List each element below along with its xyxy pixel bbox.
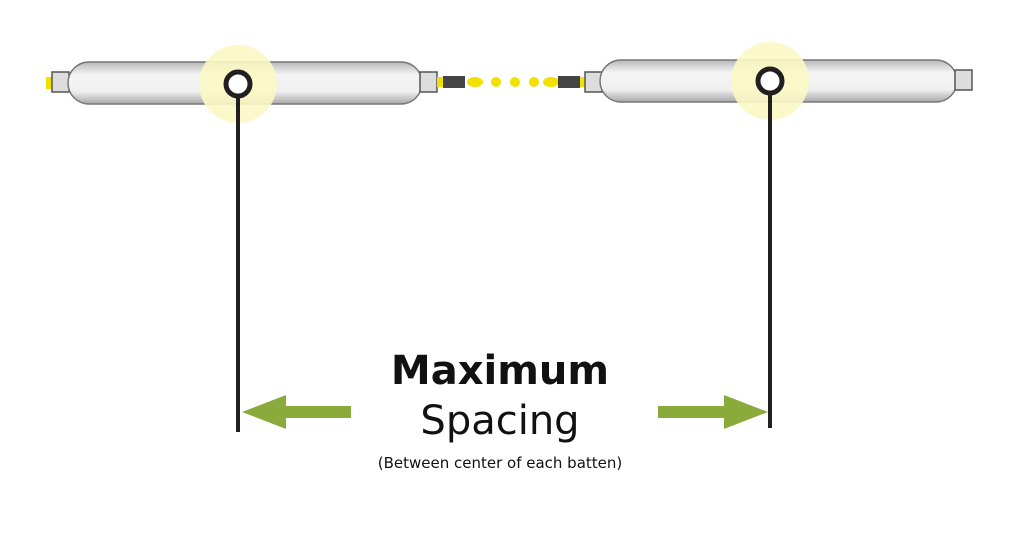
right-arrow (658, 395, 768, 429)
subtitle: (Between center of each batten) (377, 454, 623, 472)
title: Spacing (420, 398, 580, 444)
right-center-ring (755, 66, 785, 96)
left-arrow (242, 395, 351, 429)
connector (437, 76, 586, 88)
title-bold: Maximum (390, 348, 610, 394)
left-center-ring (223, 69, 253, 99)
